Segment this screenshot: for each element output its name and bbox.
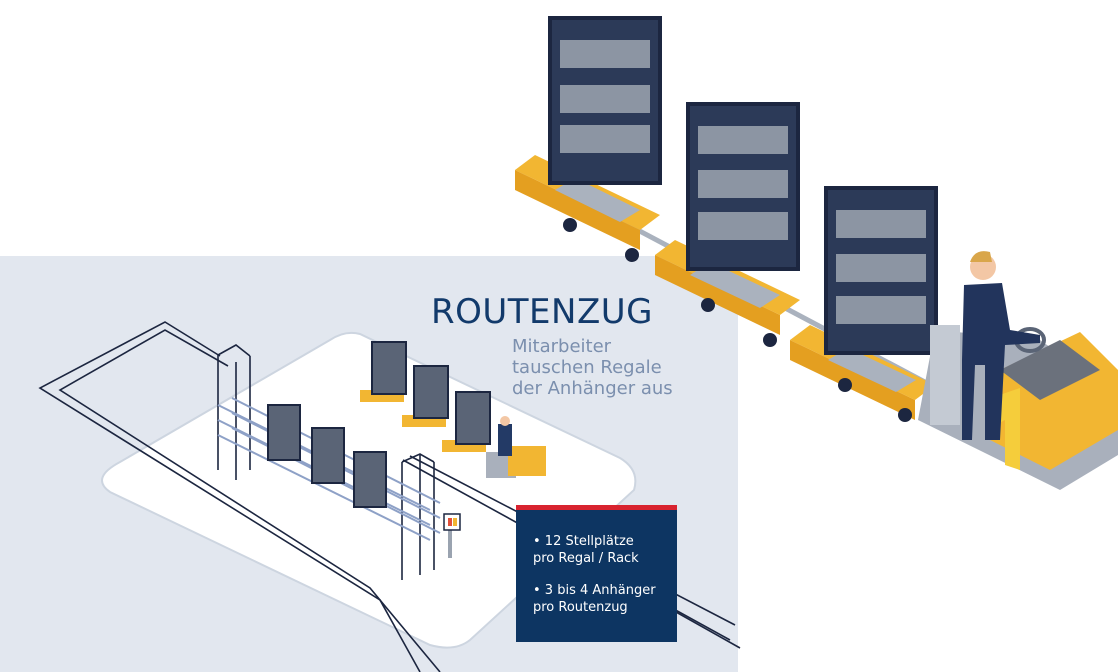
station-rack-1: [267, 404, 301, 461]
info-item-line: pro Regal / Rack: [533, 551, 639, 566]
terminal-display: [443, 513, 461, 558]
trailer-2: [655, 102, 800, 347]
info-item: • 3 bis 4 Anhänger pro Routenzug: [533, 582, 669, 616]
subtitle-line: tauschen Regale: [512, 357, 662, 378]
info-item-line: • 3 bis 4 Anhänger: [533, 583, 656, 598]
small-train: [360, 341, 546, 478]
subtitle-line: Mitarbeiter: [512, 336, 612, 357]
page-title: ROUTENZUG: [431, 292, 653, 332]
subtitle: Mitarbeiter tauschen Regale der Anhänger…: [512, 336, 712, 399]
trailer-3: [790, 186, 938, 422]
large-train: [515, 16, 1118, 490]
subtitle-line: der Anhänger aus: [512, 378, 673, 399]
info-item: • 12 Stellplätze pro Regal / Rack: [533, 533, 669, 567]
trailer-1: [515, 16, 662, 262]
station-rack-3: [353, 451, 387, 508]
driver-figure: [962, 251, 1040, 440]
info-box: • 12 Stellplätze pro Regal / Rack • 3 bi…: [516, 505, 677, 642]
info-item-line: • 12 Stellplätze: [533, 534, 634, 549]
info-item-line: pro Routenzug: [533, 600, 628, 615]
tugger-vehicle: [918, 325, 1118, 490]
station-rack-2: [311, 427, 345, 484]
